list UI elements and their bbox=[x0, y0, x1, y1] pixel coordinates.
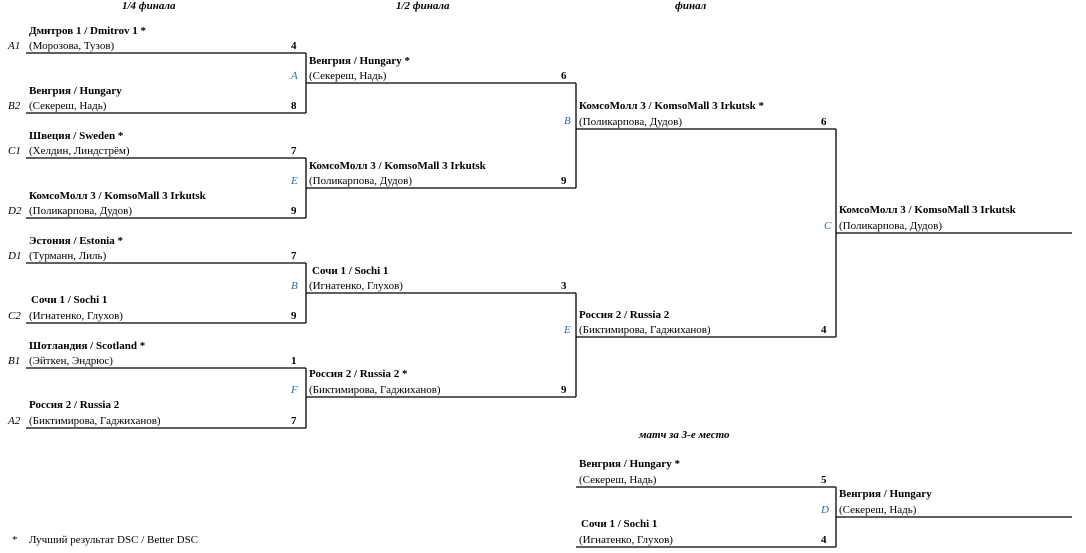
seed-code: C1 bbox=[8, 145, 21, 157]
team-name: Сочи 1 / Sochi 1 bbox=[312, 265, 389, 277]
team-name: Сочи 1 / Sochi 1 bbox=[581, 518, 658, 530]
score: 7 bbox=[291, 415, 297, 427]
seed-code: D2 bbox=[8, 205, 22, 217]
score: 4 bbox=[291, 40, 297, 52]
score: 9 bbox=[561, 384, 567, 396]
team-players: (Игнатенко, Глухов) bbox=[29, 310, 123, 322]
team-players: (Эйткен, Эндрюс) bbox=[29, 355, 113, 367]
footnote-star: * bbox=[12, 534, 18, 546]
score: 4 bbox=[821, 534, 827, 546]
third-place-winner-name: Венгрия / Hungary bbox=[839, 488, 932, 500]
seed-code: A2 bbox=[8, 415, 21, 427]
score: 6 bbox=[561, 70, 567, 82]
team-name: Венгрия / Hungary * bbox=[579, 458, 680, 470]
team-players: (Игнатенко, Глухов) bbox=[579, 534, 673, 546]
team-players: (Морозова, Тузов) bbox=[29, 40, 115, 52]
seed-code: A1 bbox=[8, 40, 21, 52]
seed-code: D1 bbox=[8, 250, 22, 262]
team-name: КомсоМолл 3 / KomsoMall 3 Irkutsk bbox=[309, 160, 486, 172]
score: 4 bbox=[821, 324, 827, 336]
score: 9 bbox=[561, 175, 567, 187]
score: 7 bbox=[291, 250, 297, 262]
match-label: B bbox=[564, 115, 571, 127]
header-final: финал bbox=[675, 0, 707, 12]
team-players: (Секереш, Надь) bbox=[309, 70, 387, 82]
champion-name: КомсоМолл 3 / KomsoMall 3 Irkutsk bbox=[839, 204, 1016, 216]
score: 7 bbox=[291, 145, 297, 157]
team-players: (Поликарпова, Дудов) bbox=[309, 175, 412, 187]
team-players: (Биктимирова, Гаджиханов) bbox=[579, 324, 711, 336]
team-name: Дмитров 1 / Dmitrov 1 * bbox=[29, 25, 147, 37]
team-players: (Поликарпова, Дудов) bbox=[579, 116, 682, 128]
match-label: E bbox=[291, 175, 298, 187]
score: 9 bbox=[291, 310, 297, 322]
score: 6 bbox=[821, 116, 827, 128]
header-quarterfinal: 1/4 финала bbox=[122, 0, 176, 12]
team-name: Венгрия / Hungary * bbox=[309, 55, 410, 67]
team-name: КомсоМолл 3 / KomsoMall 3 Irkutsk bbox=[29, 190, 206, 202]
score: 5 bbox=[821, 474, 827, 486]
team-name: Эстония / Estonia * bbox=[29, 235, 123, 247]
footnote-text: Лучший результат DSC / Better DSC bbox=[29, 534, 199, 546]
match-label: D bbox=[821, 504, 829, 516]
score: 8 bbox=[291, 100, 297, 112]
header-third-place: матч за 3-е место bbox=[639, 429, 730, 441]
champion-players: (Поликарпова, Дудов) bbox=[839, 220, 942, 232]
team-players: (Игнатенко, Глухов) bbox=[309, 280, 403, 292]
team-name: Швеция / Sweden * bbox=[29, 130, 124, 142]
match-label: B bbox=[291, 280, 298, 292]
team-name: КомсоМолл 3 / KomsoMall 3 Irkutsk * bbox=[579, 100, 765, 112]
team-name: Россия 2 / Russia 2 bbox=[579, 309, 670, 321]
seed-code: C2 bbox=[8, 310, 21, 322]
team-name: Шотландия / Scotland * bbox=[29, 340, 146, 352]
team-name: Россия 2 / Russia 2 * bbox=[309, 368, 408, 380]
team-players: (Биктимирова, Гаджиханов) bbox=[29, 415, 161, 427]
team-players: (Биктимирова, Гаджиханов) bbox=[309, 384, 441, 396]
match-label: F bbox=[291, 384, 298, 396]
score: 3 bbox=[561, 280, 567, 292]
seed-code: B2 bbox=[8, 100, 21, 112]
score: 1 bbox=[291, 355, 297, 367]
team-players: (Секереш, Надь) bbox=[579, 474, 657, 486]
match-label: C bbox=[824, 220, 832, 232]
team-players: (Поликарпова, Дудов) bbox=[29, 205, 132, 217]
header-semifinal: 1/2 финала bbox=[396, 0, 450, 12]
team-name: Сочи 1 / Sochi 1 bbox=[31, 294, 108, 306]
match-label: E bbox=[564, 324, 571, 336]
team-name: Россия 2 / Russia 2 bbox=[29, 399, 120, 411]
team-players: (Турманн, Лиль) bbox=[29, 250, 107, 262]
third-place-winner-players: (Секереш, Надь) bbox=[839, 504, 917, 516]
team-players: (Хелдин, Линдстрём) bbox=[29, 145, 130, 157]
team-players: (Секереш, Надь) bbox=[29, 100, 107, 112]
seed-code: B1 bbox=[8, 355, 21, 367]
match-label: A bbox=[291, 70, 298, 82]
score: 9 bbox=[291, 205, 297, 217]
team-name: Венгрия / Hungary bbox=[29, 85, 122, 97]
